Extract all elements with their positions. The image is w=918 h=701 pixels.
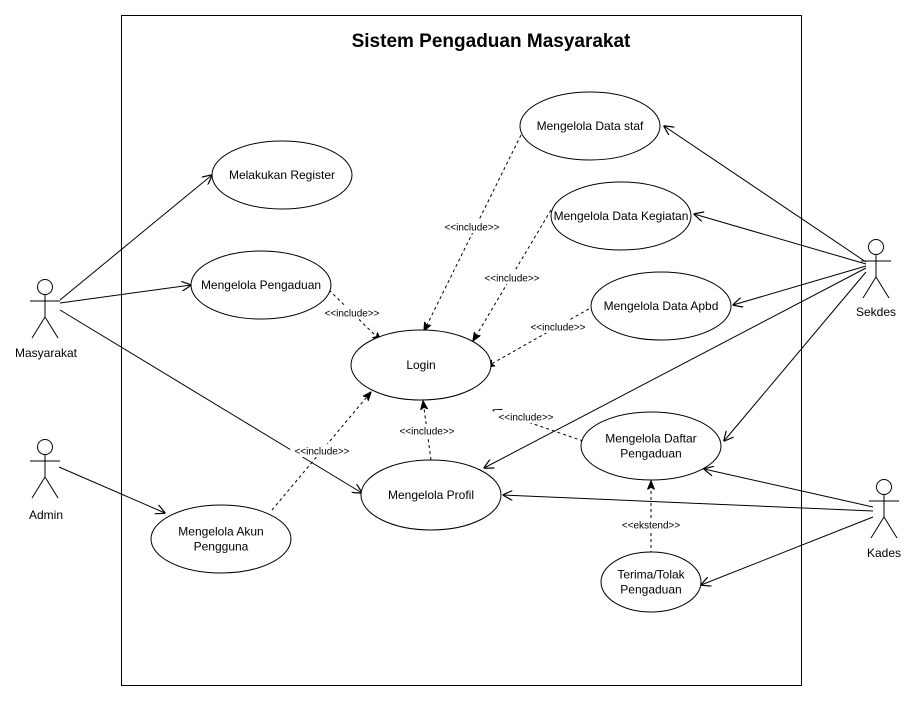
system-boundary xyxy=(121,15,802,686)
usecase-ellipse xyxy=(519,91,661,161)
actor-label: Admin xyxy=(29,508,63,522)
actor-label: Masyarakat xyxy=(15,346,78,360)
dependency-profil-login xyxy=(423,401,432,461)
stereotype-label: <<include>> xyxy=(290,444,354,458)
actor-admin[interactable]: Admin xyxy=(29,439,63,523)
usecase-ellipse xyxy=(600,551,702,613)
association-masyarakat-profil xyxy=(59,309,362,493)
actor-label: Kades xyxy=(867,546,901,560)
association-sekdes-staf xyxy=(664,126,867,263)
dependency-apbd-login xyxy=(486,305,595,367)
usecase-ellipse xyxy=(580,411,722,481)
usecase-label: Mengelola Daftar xyxy=(605,432,696,446)
stereotype-text: <<include>> xyxy=(294,447,349,458)
stereotype-text: <<ekstend>> xyxy=(622,521,681,532)
stereotype-label: <<ekstend>> xyxy=(619,518,683,532)
usecase-kegiatan[interactable]: Mengelola Data Kegiatan xyxy=(550,181,692,251)
usecase-apbd[interactable]: Mengelola Data Apbd xyxy=(590,271,732,341)
usecase-label: Pengguna xyxy=(194,540,249,554)
stereotype-text: <<include>> xyxy=(444,223,499,234)
usecase-label: Mengelola Akun xyxy=(178,525,263,539)
association-sekdes-apbd xyxy=(733,265,867,305)
association-admin-akun xyxy=(58,466,165,513)
association-kades-profil xyxy=(503,495,874,512)
actor-figure-icon xyxy=(869,479,899,539)
actor-masyarakat[interactable]: Masyarakat xyxy=(15,279,78,361)
actor-figure-icon xyxy=(861,239,891,299)
stereotype-label: <<include>> xyxy=(320,306,384,320)
usecase-register[interactable]: Melakukan Register xyxy=(211,140,353,210)
usecase-label: Mengelola Data Apbd xyxy=(604,299,719,313)
usecase-label: Pengaduan xyxy=(620,583,681,597)
usecase-ellipse xyxy=(150,504,292,574)
stereotype-label: <<include>> xyxy=(440,220,504,234)
usecase-ellipse xyxy=(590,271,732,341)
association-kades-terima xyxy=(701,516,874,585)
stereotype-text: <<include>> xyxy=(484,274,539,285)
stereotype-label: <<include>> xyxy=(480,271,544,285)
stereotype-text: <<include>> xyxy=(399,427,454,438)
usecase-label: Login xyxy=(406,358,435,372)
dependency-kegiatan-login xyxy=(473,209,552,341)
actor-label: Sekdes xyxy=(856,305,896,319)
usecase-staf[interactable]: Mengelola Data staf xyxy=(519,91,661,161)
association-kades-daftar xyxy=(704,469,874,508)
usecase-pengaduan[interactable]: Mengelola Pengaduan xyxy=(190,250,332,320)
association-sekdes-profil xyxy=(484,267,867,468)
stereotype-text: <<include>> xyxy=(498,413,553,424)
usecase-label: Terima/Tolak xyxy=(617,568,685,582)
actor-sekdes[interactable]: Sekdes xyxy=(856,239,896,320)
association-masyarakat-register xyxy=(59,175,212,301)
actor-figure-icon xyxy=(30,279,60,339)
usecase-ellipse xyxy=(190,250,332,320)
usecase-label: Mengelola Data staf xyxy=(537,119,644,133)
usecase-label: Melakukan Register xyxy=(229,168,335,182)
stereotype-label: <<include>> xyxy=(526,320,590,334)
association-masyarakat-pengaduan xyxy=(59,285,191,304)
system-title: Sistem Pengaduan Masyarakat xyxy=(352,31,631,52)
actor-figure-icon xyxy=(30,439,60,499)
association-sekdes-daftar xyxy=(724,271,867,441)
usecase-ellipse xyxy=(350,329,492,401)
usecase-ellipse xyxy=(211,140,353,210)
usecase-ellipse xyxy=(550,181,692,251)
stereotype-label: <<include>> xyxy=(494,410,558,424)
actor-kades[interactable]: Kades xyxy=(867,479,901,561)
usecase-label: Pengaduan xyxy=(620,447,681,461)
stereotype-label: <<include>> xyxy=(395,424,459,438)
usecase-profil[interactable]: Mengelola Profil xyxy=(360,459,502,531)
usecase-login[interactable]: Login xyxy=(350,329,492,401)
association-sekdes-kegiatan xyxy=(694,214,867,265)
stereotype-text: <<include>> xyxy=(530,323,585,334)
usecase-label: Mengelola Profil xyxy=(388,488,474,502)
stereotype-text: <<include>> xyxy=(324,309,379,320)
usecase-label: Mengelola Pengaduan xyxy=(201,278,321,292)
usecase-ellipse xyxy=(360,459,502,531)
usecase-label: Mengelola Data Kegiatan xyxy=(554,209,689,223)
dependency-akun-login xyxy=(271,392,371,511)
